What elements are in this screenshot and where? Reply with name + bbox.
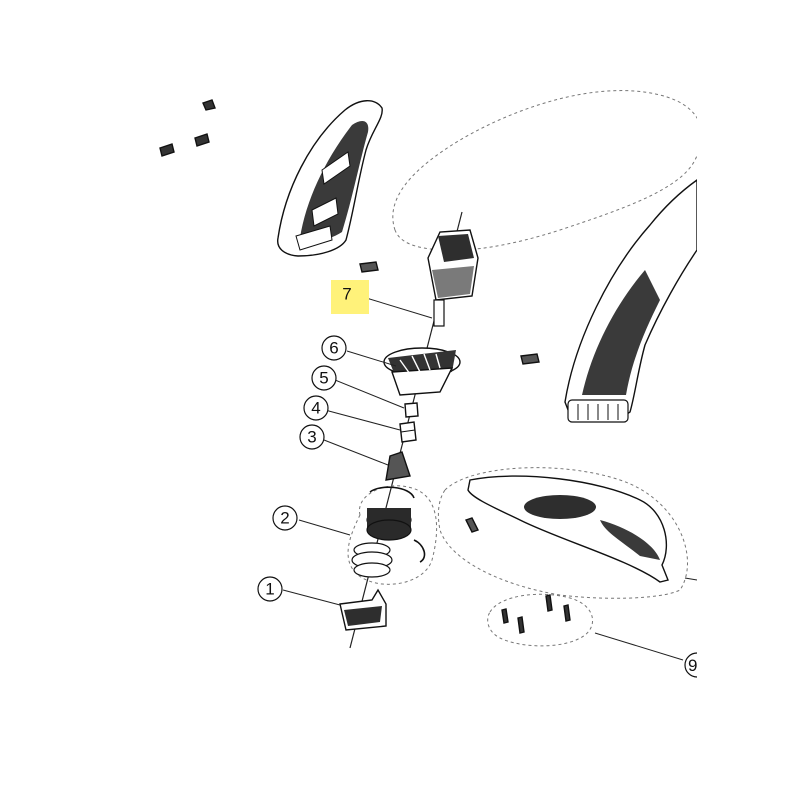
spring-cap <box>385 451 411 481</box>
callout-3: 3 <box>299 424 325 450</box>
callout-1-label: 1 <box>265 580 274 599</box>
callout-9-label: 9 <box>688 656 697 675</box>
handle-housing-left-half <box>277 100 383 257</box>
spool-with-line <box>347 485 437 585</box>
callout-1: 1 <box>257 576 283 602</box>
motor <box>427 229 479 327</box>
grass-guard <box>437 467 688 599</box>
callout-2-label: 2 <box>280 509 289 528</box>
callout-7: 7 <box>331 280 369 314</box>
callout-7-highlight <box>331 280 369 314</box>
bottom-cap <box>339 588 387 631</box>
screws-bottom-right <box>487 593 594 647</box>
callout-6: 6 <box>321 335 347 361</box>
callout-4: 4 <box>303 395 329 421</box>
bushing <box>399 421 417 443</box>
connector-block-right <box>520 353 540 365</box>
page-right-margin <box>697 0 800 800</box>
callout-6-label: 6 <box>329 339 338 358</box>
callout-5: 5 <box>311 365 337 391</box>
callout-7-label: 7 <box>342 285 351 304</box>
callout-3-label: 3 <box>307 428 316 447</box>
callout-4-label: 4 <box>311 399 320 418</box>
screws-top-left <box>159 99 216 157</box>
callout-5-label: 5 <box>319 369 328 388</box>
connector-block-left <box>359 261 379 273</box>
callout-2: 2 <box>272 505 298 531</box>
spool-housing <box>383 347 461 396</box>
nut <box>404 402 419 418</box>
handle-housing-right-half <box>564 178 698 423</box>
